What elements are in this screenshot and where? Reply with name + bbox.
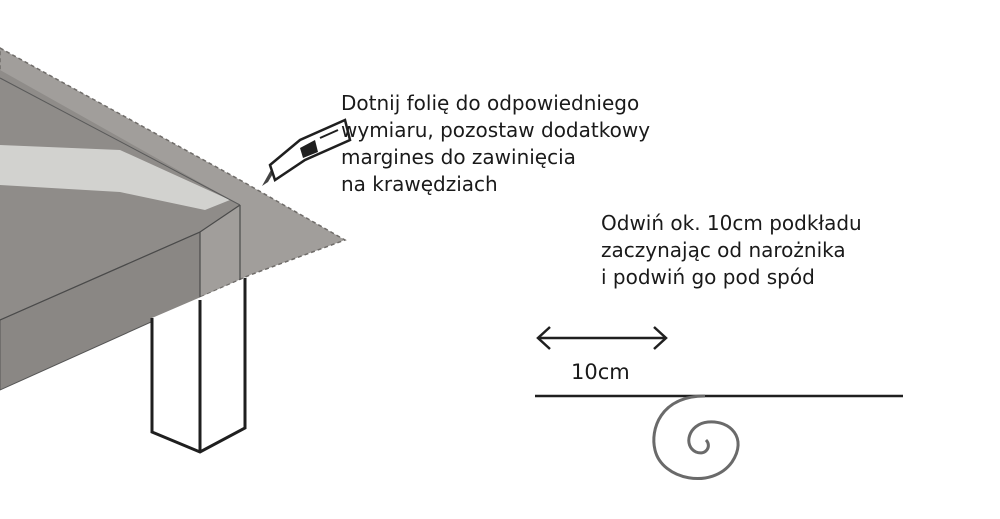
- table-leg: [150, 278, 247, 454]
- dimension-label: 10cm: [571, 360, 630, 384]
- caption-line: Dotnij folię do odpowiedniego: [341, 91, 640, 115]
- caption-line: wymiaru, pozostaw dodatkowy: [341, 118, 651, 142]
- foil-highlight: [0, 145, 230, 210]
- caption-line: i podwiń go pod spód: [601, 265, 815, 289]
- cut-foil-caption: Dotnij folię do odpowiedniego wymiaru, p…: [341, 90, 650, 198]
- unroll-underlay-caption: Odwiń ok. 10cm podkładu zaczynając od na…: [601, 210, 862, 291]
- utility-knife-icon: [262, 118, 352, 186]
- caption-line: na krawędziach: [341, 172, 498, 196]
- spiral-roll-icon: [652, 394, 740, 480]
- caption-line: margines do zawinięcia: [341, 145, 576, 169]
- caption-line: Odwiń ok. 10cm podkładu: [601, 211, 862, 235]
- double-arrow-icon: [536, 326, 668, 350]
- caption-line: zaczynając od narożnika: [601, 238, 846, 262]
- tabletop-top: [0, 70, 240, 320]
